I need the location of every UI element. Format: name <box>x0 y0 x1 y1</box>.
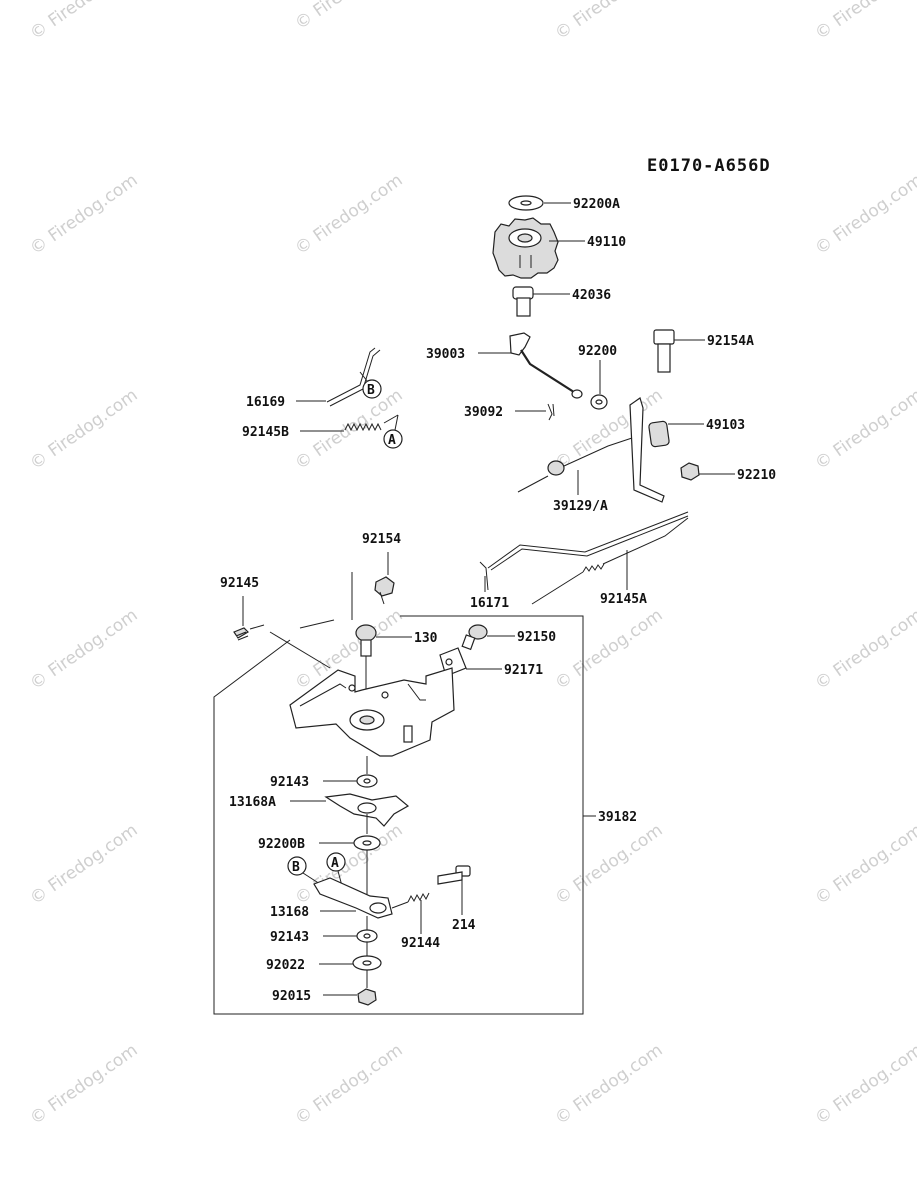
watermark: © Firedog.com <box>811 385 917 474</box>
part-control-bracket <box>289 667 455 774</box>
watermark: © Firedog.com <box>551 820 666 909</box>
callout-label: A <box>331 856 339 871</box>
callout-b-lower <box>287 856 321 885</box>
part-49103-lever <box>629 397 704 503</box>
part-92200a-washer <box>508 195 571 211</box>
watermark: © Firedog.com <box>26 0 141 44</box>
part-label[interactable]: 39003 <box>426 347 465 362</box>
part-92145a-spring <box>531 517 689 605</box>
part-label[interactable]: 92145A <box>600 592 647 607</box>
part-92171-clamp <box>439 647 502 677</box>
watermark: © Firedog.com <box>551 605 666 694</box>
part-label[interactable]: 92200B <box>258 837 305 852</box>
part-214-screw <box>437 865 471 915</box>
watermark: © Firedog.com <box>26 1040 141 1129</box>
part-label[interactable]: 92144 <box>401 936 440 951</box>
part-92143-washer-lower <box>323 916 378 943</box>
part-label[interactable]: 92143 <box>270 930 309 945</box>
part-130-bolt <box>355 624 412 712</box>
assembly-box-39182 <box>213 572 596 1015</box>
part-92154a-bolt <box>653 329 705 373</box>
part-label[interactable]: 214 <box>452 918 476 933</box>
callout-a-top <box>383 414 403 449</box>
watermark-layer: © Firedog.com © Firedog.com © Firedog.co… <box>26 0 917 1129</box>
part-42036-sleeve <box>512 286 570 317</box>
part-92145-spring <box>233 596 331 669</box>
part-13168-lever <box>313 877 393 919</box>
watermark: © Firedog.com <box>811 0 917 44</box>
part-label[interactable]: 92154A <box>707 334 754 349</box>
part-label[interactable]: 49103 <box>706 418 745 433</box>
part-label[interactable]: 39129/A <box>553 499 608 514</box>
part-92015-nut <box>323 970 377 1006</box>
callout-label: B <box>367 383 375 398</box>
part-label[interactable]: 13168A <box>229 795 276 810</box>
diagram-code: E0170-A656D <box>647 156 771 176</box>
watermark: © Firedog.com <box>811 820 917 909</box>
part-39092-pin <box>515 403 555 421</box>
part-label[interactable]: 92200A <box>573 197 620 212</box>
part-16171-rod <box>479 511 689 592</box>
part-label[interactable]: 92154 <box>362 532 401 547</box>
watermark: © Firedog.com <box>26 170 141 259</box>
callout-b-top <box>359 371 382 399</box>
part-92143-washer-upper <box>323 774 378 788</box>
part-label[interactable]: 92150 <box>517 630 556 645</box>
part-13168a-lever <box>290 793 410 834</box>
part-92145b-spring <box>300 414 399 432</box>
part-39129a-spring <box>517 437 633 495</box>
part-label[interactable]: 39092 <box>464 405 503 420</box>
part-label[interactable]: 16171 <box>470 596 509 611</box>
part-92022-washer <box>319 942 382 971</box>
part-92154-bolt <box>374 552 395 605</box>
part-16169-link <box>296 347 381 407</box>
part-label[interactable]: 92171 <box>504 663 543 678</box>
part-label[interactable]: 92145B <box>242 425 289 440</box>
part-92210-nut <box>680 462 735 481</box>
part-label[interactable]: 16169 <box>246 395 285 410</box>
watermark: © Firedog.com <box>26 605 141 694</box>
watermark: © Firedog.com <box>291 385 406 474</box>
watermark: © Firedog.com <box>551 1040 666 1129</box>
part-92150-screw <box>461 624 515 651</box>
part-label[interactable]: 130 <box>414 631 438 646</box>
callout-a-lower <box>326 852 346 887</box>
part-49110-gear <box>492 217 585 279</box>
part-label[interactable]: 92022 <box>266 958 305 973</box>
part-label[interactable]: 92200 <box>578 344 617 359</box>
part-label[interactable]: 39182 <box>598 810 637 825</box>
part-39003-governor-shaft <box>478 332 583 399</box>
watermark: © Firedog.com <box>551 0 666 44</box>
part-label[interactable]: 13168 <box>270 905 309 920</box>
watermark: © Firedog.com <box>811 1040 917 1129</box>
watermark: © Firedog.com <box>26 385 141 474</box>
part-label[interactable]: 42036 <box>572 288 611 303</box>
callout-label: B <box>292 860 300 875</box>
part-92200b-washer <box>319 835 381 895</box>
part-label[interactable]: 92143 <box>270 775 309 790</box>
callout-label: A <box>388 433 396 448</box>
part-label[interactable]: 92015 <box>272 989 311 1004</box>
watermark: © Firedog.com <box>291 1040 406 1129</box>
part-92200-washer <box>590 360 608 410</box>
watermark: © Firedog.com <box>291 170 406 259</box>
watermark: © Firedog.com <box>291 0 406 34</box>
watermark: © Firedog.com <box>811 605 917 694</box>
watermark: © Firedog.com <box>811 170 917 259</box>
part-label[interactable]: 92210 <box>737 468 776 483</box>
part-92144-spring <box>391 892 430 934</box>
watermark: © Firedog.com <box>26 820 141 909</box>
part-label[interactable]: 92145 <box>220 576 259 591</box>
part-label[interactable]: 49110 <box>587 235 626 250</box>
